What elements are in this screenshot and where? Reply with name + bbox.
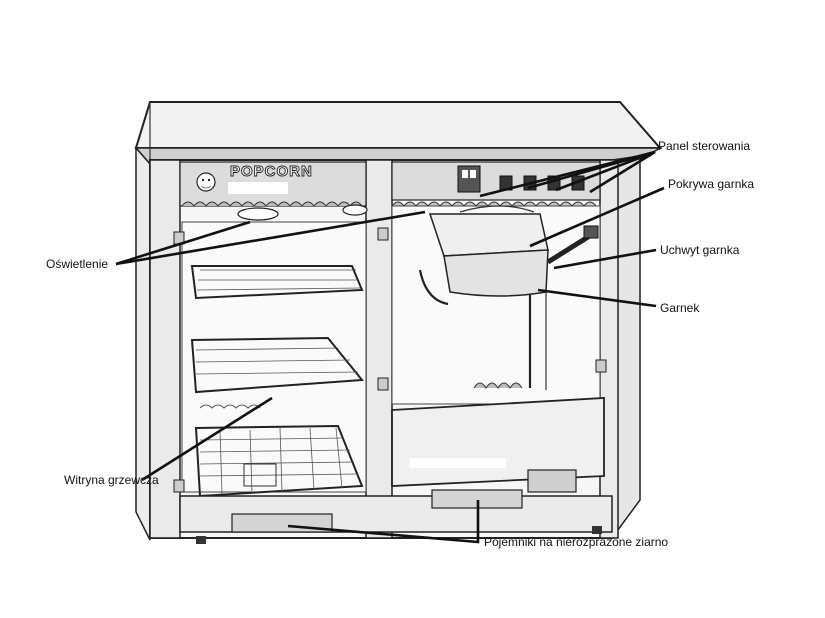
label-lighting: Oświetlenie (46, 257, 108, 271)
leader-lighting-2 (115, 210, 426, 266)
label-kettle-lid: Pokrywa garnka (668, 177, 754, 191)
leader-kettle (537, 288, 657, 308)
label-kernel-containers: Pojemniki na nierozprażone ziarno (484, 535, 668, 549)
leader-panel-3 (555, 150, 656, 192)
leader-showcase (141, 396, 273, 482)
leader-lid (529, 186, 665, 248)
wire-shelves (190, 265, 364, 498)
leader-containers (287, 500, 480, 544)
popcorn-sign-text: POPCORN (230, 163, 313, 180)
leader-panel-4 (589, 150, 656, 194)
leader-panel-2 (527, 150, 656, 190)
popcorn-sign: POPCORN (196, 163, 313, 194)
labels: Panel sterowania Pokrywa garnka Uchwyt g… (46, 139, 754, 549)
label-kettle-handle: Uchwyt garnka (660, 243, 740, 257)
leader-lines (115, 150, 665, 544)
popcorn-machine-illustration: POPCORN (134, 101, 663, 544)
leader-handle (553, 248, 657, 270)
leader-lighting-1 (115, 220, 251, 266)
label-kettle: Garnek (660, 301, 700, 315)
label-heated-showcase: Witryna grzewcza (64, 473, 159, 487)
label-control-panel: Panel sterowania (658, 139, 750, 153)
kettle (418, 205, 599, 390)
